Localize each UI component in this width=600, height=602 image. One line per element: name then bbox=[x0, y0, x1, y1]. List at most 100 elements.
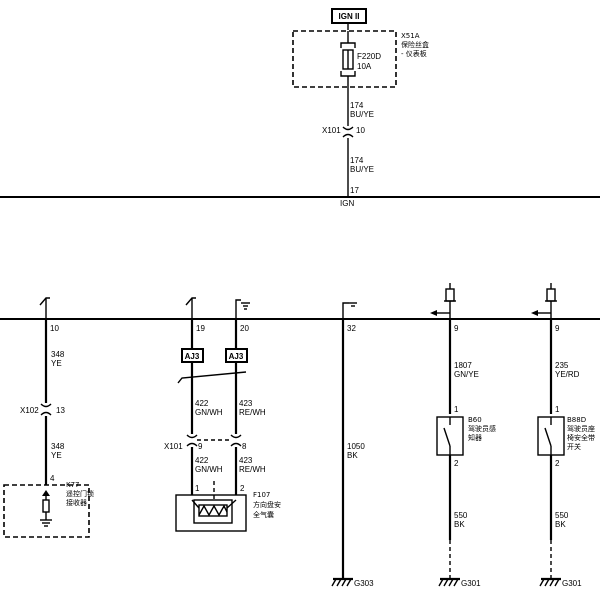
k77-module-id: K77 bbox=[66, 481, 80, 489]
fuse-bottom-bracket bbox=[340, 71, 356, 77]
col2-pin-left: 19 bbox=[196, 324, 205, 333]
k77-pin: 4 bbox=[50, 474, 55, 483]
top-wire-lower-color: BU/YE bbox=[350, 165, 374, 174]
col3-wire-color: BK bbox=[347, 451, 358, 460]
ign-ii-label: IGN II bbox=[339, 12, 360, 21]
k77-module-name-1: 遥控门锁 bbox=[66, 489, 94, 498]
col3-wire-num: 1050 bbox=[347, 442, 365, 451]
col5-wire2-color: BK bbox=[555, 520, 566, 529]
x102-connector-icon bbox=[40, 403, 52, 408]
col4-wire2-num: 550 bbox=[454, 511, 468, 520]
col3-pin-top: 32 bbox=[347, 324, 356, 333]
col4-wire2-color: BK bbox=[454, 520, 465, 529]
b88d-switch-name-3: 开关 bbox=[567, 442, 581, 451]
col5-wire-num: 235 bbox=[555, 361, 569, 370]
b60-switch-contact-icon bbox=[443, 427, 451, 447]
b60-switch-id: B60 bbox=[468, 416, 482, 424]
f107-circuit: 19 20 AJ3 AJ3 422 GN/WH 423 RE/WH X101 9… bbox=[164, 297, 281, 532]
x101-top-connector: X101 bbox=[322, 126, 341, 135]
top-wire-upper-color: BU/YE bbox=[350, 110, 374, 119]
col2-wire-left2-color: GN/WH bbox=[195, 465, 223, 474]
col1-wire1-color: YE bbox=[51, 359, 62, 368]
col2-wire-break-icon bbox=[185, 297, 196, 306]
b88d-pin-bottom: 2 bbox=[555, 459, 560, 468]
airbag-squib-icon bbox=[193, 499, 233, 524]
col1-wire2-color: YE bbox=[51, 451, 62, 460]
col4-g301-label: G301 bbox=[461, 579, 481, 588]
b60-pin-bottom: 2 bbox=[454, 459, 459, 468]
col4-fuse-icon bbox=[445, 288, 455, 302]
x101-lower-connector: X101 bbox=[164, 442, 183, 451]
b88d-circuit: 9 235 YE/RD 1 B88D 驾驶员座 椅安全带 开关 2 550 BK… bbox=[531, 283, 595, 588]
col5-bus-arrow-icon bbox=[531, 310, 538, 316]
b88d-pin-top: 1 bbox=[555, 405, 560, 414]
x101-top-pin: 10 bbox=[356, 126, 365, 135]
f107-module-name-2: 全气囊 bbox=[253, 510, 274, 519]
col2-pin-right: 20 bbox=[240, 324, 249, 333]
b88d-switch-name-1: 驾驶员座 bbox=[567, 424, 595, 433]
b60-circuit: 9 1807 GN/YE 1 B60 驾驶员感 知器 2 550 BK G301 bbox=[430, 283, 496, 588]
b88d-switch-name-2: 椅安全带 bbox=[567, 433, 595, 442]
fuse-block-outline bbox=[292, 30, 397, 88]
col2-wire-left-color: GN/WH bbox=[195, 408, 223, 417]
g303-circuit: 32 1050 BK G303 bbox=[331, 302, 374, 588]
col5-wire2-num: 550 bbox=[555, 511, 569, 520]
b60-switch-name-2: 知器 bbox=[468, 433, 482, 442]
col4-wire-num: 1807 bbox=[454, 361, 472, 370]
x102-pin: 13 bbox=[56, 406, 65, 415]
b88d-switch-id: B88D bbox=[567, 416, 586, 424]
col4-pin-top: 9 bbox=[454, 324, 459, 333]
x101-top-connector-icon bbox=[342, 126, 354, 131]
aj3-right-label: AJ3 bbox=[229, 352, 244, 361]
col2-ground-ref-icon bbox=[235, 299, 241, 319]
x101-lower-pin-right: 8 bbox=[242, 442, 247, 451]
fuse-block-name-1: 保险丝盒 bbox=[401, 40, 429, 49]
x101-left-connector-icon bbox=[186, 434, 198, 439]
col1-wire2-num: 348 bbox=[51, 442, 65, 451]
g303-label: G303 bbox=[354, 579, 374, 588]
fuse-id: F220D bbox=[357, 52, 381, 61]
col1-wire-break-icon bbox=[39, 297, 50, 306]
g303-ground-icon bbox=[331, 577, 353, 587]
x102-connector: X102 bbox=[20, 406, 39, 415]
col2-wire-right-num: 423 bbox=[239, 399, 253, 408]
aj3-left-label: AJ3 bbox=[185, 352, 200, 361]
col4-bus-arrow-icon bbox=[430, 310, 437, 316]
col5-pin-top: 9 bbox=[555, 324, 560, 333]
col2-wire-right2-num: 423 bbox=[239, 456, 253, 465]
k77-circuit: 10 348 YE X102 13 348 YE 4 K77 遥控门锁 接收器 bbox=[3, 297, 94, 538]
k77-module-outline bbox=[3, 484, 90, 538]
twisted-pair-icon bbox=[177, 371, 247, 384]
col2-wire-right-color: RE/WH bbox=[239, 408, 266, 417]
b88d-switch-contact-icon bbox=[544, 427, 552, 447]
f107-module-id: F107 bbox=[253, 491, 270, 499]
col2-wire-left2-num: 422 bbox=[195, 456, 209, 465]
col2-wire-right2-color: RE/WH bbox=[239, 465, 266, 474]
col5-g301-label: G301 bbox=[562, 579, 582, 588]
top-wire-lower-num: 174 bbox=[350, 156, 364, 165]
x101-lower-pin-left: 9 bbox=[198, 442, 203, 451]
col1-wire1-num: 348 bbox=[51, 350, 65, 359]
k77-resistor-icon bbox=[42, 499, 50, 513]
fuse-block-name-2: - 仪表板 bbox=[401, 49, 427, 58]
fuse-rating: 10A bbox=[357, 62, 372, 71]
ign-bus-label: IGN bbox=[340, 199, 354, 208]
col5-fuse-icon bbox=[546, 288, 556, 302]
col5-g301-ground-icon bbox=[539, 577, 561, 587]
ign-feed-circuit: IGN II X51A 保险丝盒 - 仪表板 F220D 10A 174 BU/… bbox=[292, 8, 429, 196]
ign-bus-pin: 17 bbox=[350, 186, 359, 195]
col4-g301-ground-icon bbox=[438, 577, 460, 587]
k77-ground-icon bbox=[40, 519, 52, 527]
col1-pin-top: 10 bbox=[50, 324, 59, 333]
k77-input-arrow-icon bbox=[42, 490, 50, 496]
fuse-block-id: X51A bbox=[401, 32, 420, 40]
f107-pin-b: 2 bbox=[240, 484, 245, 493]
k77-module-name-2: 接收器 bbox=[66, 498, 87, 507]
b60-switch-name-1: 驾驶员感 bbox=[468, 424, 496, 433]
f107-pin-a: 1 bbox=[195, 484, 200, 493]
col3-splice-ground-icon bbox=[342, 302, 349, 319]
f107-module-outline bbox=[175, 494, 247, 532]
col5-wire-color: YE/RD bbox=[555, 370, 580, 379]
b60-pin-top: 1 bbox=[454, 405, 459, 414]
